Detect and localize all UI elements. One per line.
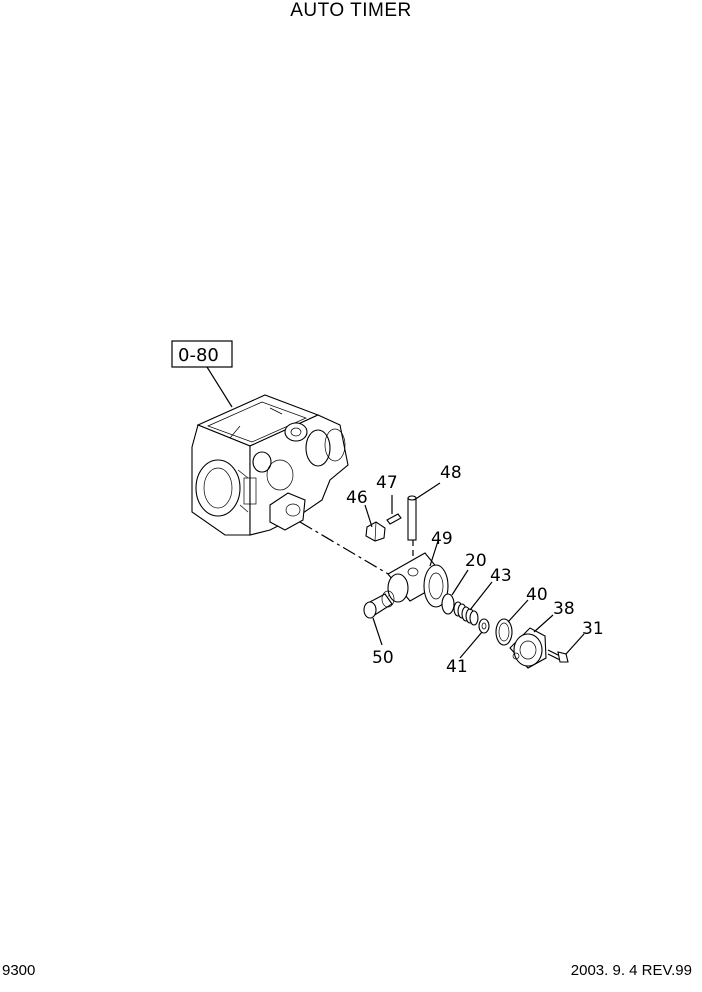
callout-43: 43 bbox=[490, 566, 512, 586]
part-40: 40 bbox=[495, 585, 548, 646]
part-46: 46 bbox=[346, 488, 386, 542]
pump-housing bbox=[191, 394, 349, 536]
callout-31: 31 bbox=[582, 619, 604, 639]
reference-box: 0-80 bbox=[171, 340, 233, 408]
part-41: 41 bbox=[446, 618, 490, 677]
callout-48: 48 bbox=[440, 463, 462, 483]
part-48: 48 bbox=[407, 463, 462, 541]
reference-box-label: 0-80 bbox=[178, 345, 219, 366]
part-49: 49 bbox=[387, 529, 453, 608]
callout-50: 50 bbox=[372, 648, 394, 668]
callout-47: 47 bbox=[376, 473, 398, 493]
callout-41: 41 bbox=[446, 657, 468, 677]
page-code: 9300 bbox=[2, 962, 36, 979]
revision-date: 2003. 9. 4 REV.99 bbox=[570, 962, 692, 979]
part-20: 20 bbox=[441, 551, 487, 615]
callout-38: 38 bbox=[553, 599, 575, 619]
part-38: 38 bbox=[509, 599, 575, 669]
part-47: 47 bbox=[376, 473, 402, 525]
part-31: 31 bbox=[547, 619, 604, 663]
part-43: 43 bbox=[453, 566, 512, 626]
callout-40: 40 bbox=[526, 585, 548, 605]
callout-20: 20 bbox=[465, 551, 487, 571]
part-50: 50 bbox=[363, 590, 395, 668]
callout-46: 46 bbox=[346, 488, 368, 508]
callout-49: 49 bbox=[431, 529, 453, 549]
page-title: AUTO TIMER bbox=[290, 0, 412, 21]
